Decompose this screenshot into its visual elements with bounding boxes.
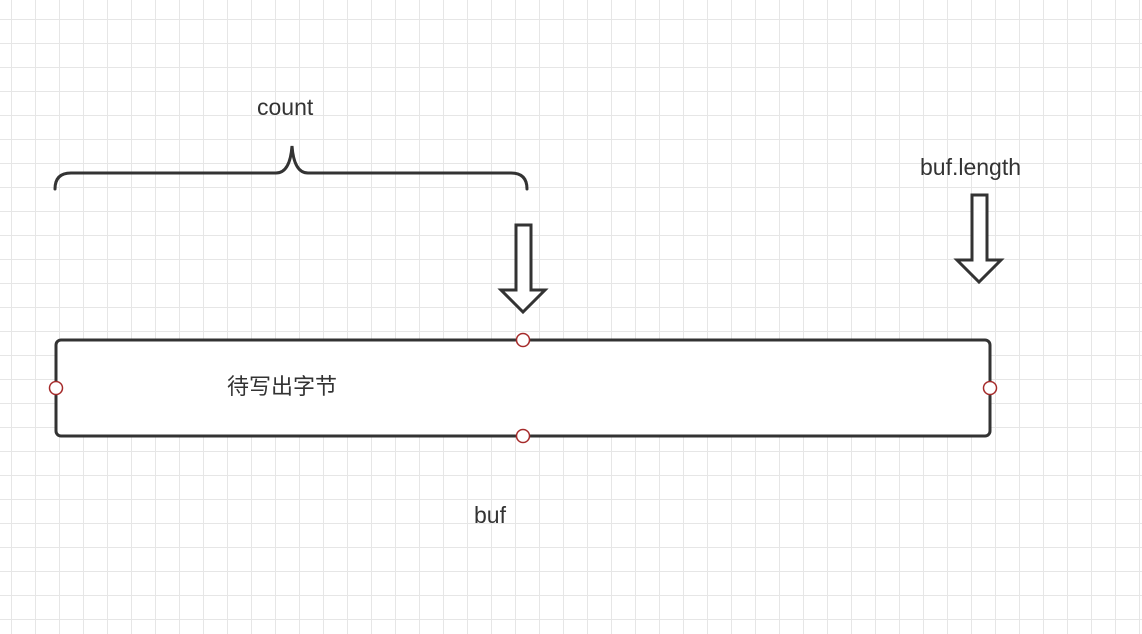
- buf-label: buf: [474, 502, 506, 528]
- buf-length-arrow: [953, 193, 1005, 285]
- buffer-box[interactable]: [54, 338, 992, 438]
- handle-top[interactable]: [515, 332, 531, 348]
- handle-left[interactable]: [48, 380, 64, 396]
- handle-bottom[interactable]: [515, 428, 531, 444]
- buf-length-label: buf.length: [920, 154, 1022, 180]
- count-arrow: [497, 223, 549, 315]
- handle-right[interactable]: [982, 380, 998, 396]
- count-brace: [53, 145, 529, 191]
- pending-bytes-label: 待写出字节: [227, 375, 338, 400]
- count-label: count: [257, 94, 314, 120]
